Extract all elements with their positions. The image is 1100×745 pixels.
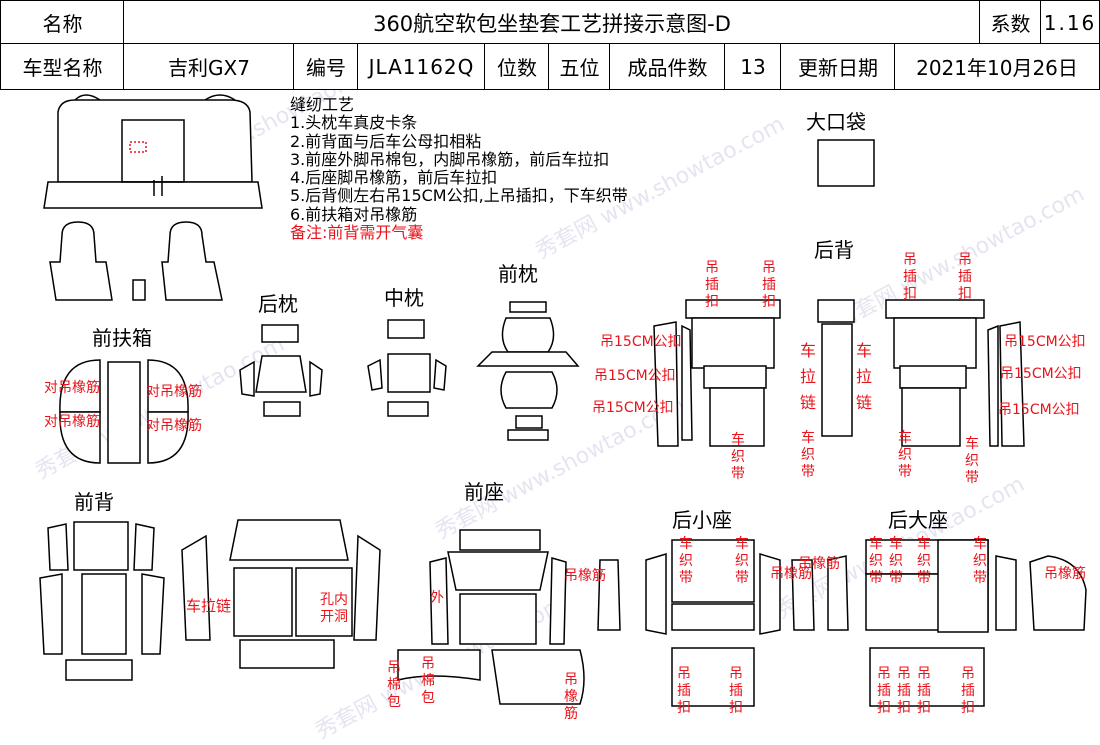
annotation-zipper: 车拉链 [186, 597, 232, 615]
annotation-hang-elastic: 吊橡筋 [1044, 566, 1086, 582]
annotation-hang-15cm: 吊15CM公扣 [592, 400, 674, 416]
annotation-webbing: 车织带 [973, 536, 987, 586]
annotation-zipper: 车拉链 [800, 341, 817, 412]
note-item: 2.前背面与后车公母扣相粘 [290, 131, 482, 151]
annotation-hang-15cm: 吊15CM公扣 [594, 368, 676, 384]
mid-headrest-title: 中枕 [384, 286, 424, 310]
rear-headrest-title: 后枕 [258, 292, 298, 316]
big-pocket-piece [817, 139, 875, 187]
annotation-hang-15cm: 吊15CM公扣 [998, 402, 1080, 418]
front-headrest-title: 前枕 [498, 262, 538, 286]
rear-big-seat-title: 后大座 [888, 508, 948, 532]
annotation-hang-elastic: 吊橡筋 [564, 672, 578, 722]
annotation-pair-elastic: 对吊橡筋 [44, 380, 100, 396]
rear-headrest-pieces [239, 324, 323, 417]
rear-small-seat-title: 后小座 [672, 508, 732, 532]
front-armrest-title: 前扶箱 [92, 326, 152, 350]
annotation-open-hole: 孔内开洞 [320, 592, 348, 625]
annotation-hang-elastic: 吊橡筋 [770, 566, 812, 582]
date-value: 2021年10月26日 [894, 43, 1100, 90]
rear-back-pieces [653, 299, 1025, 447]
annotation-hang-insert-clip: 吊插扣 [961, 666, 975, 716]
annotation-outer: 外 [430, 590, 444, 606]
note-item: 5.后背侧左右吊15CM公扣,上吊插扣，下车织带 [290, 186, 628, 206]
annotation-pair-elastic: 对吊橡筋 [146, 384, 202, 400]
rear-big-seat-pieces [827, 539, 1087, 707]
annotation-webbing: 车织带 [889, 536, 903, 586]
front-armrest-pieces [59, 359, 189, 464]
rear-small-seat-pieces [597, 539, 815, 707]
annotation-hang-insert-clip: 吊插扣 [897, 666, 911, 716]
header-table: 名称 360航空软包坐垫套工艺拼接示意图-D 系数 1.16 车型名称 吉利GX… [0, 0, 1100, 90]
front-seat-title: 前座 [464, 480, 504, 504]
annotation-webbing: 车织带 [898, 430, 912, 480]
annotation-webbing: 车织带 [679, 536, 693, 586]
annotation-cotton-pack: 吊棉包 [421, 656, 435, 706]
notes-heading: 缝纫工艺 [290, 95, 355, 114]
annotation-hang-15cm: 吊15CM公扣 [1000, 366, 1082, 382]
annotation-hang-insert-clip: 吊插扣 [705, 260, 719, 310]
annotation-hang-insert-clip: 吊插扣 [917, 666, 931, 716]
coef-value: 1.16 [1040, 0, 1100, 45]
annotation-webbing: 车织带 [917, 536, 931, 586]
note-item: 1.头枕车真皮卡条 [290, 113, 418, 133]
overview-rear-seat [43, 94, 263, 209]
annotation-pair-elastic: 对吊橡筋 [146, 418, 202, 434]
annotation-hang-15cm: 吊15CM公扣 [600, 334, 682, 350]
seats-label: 位数 [484, 43, 550, 90]
coef-label: 系数 [979, 0, 1042, 45]
annotation-hang-insert-clip: 吊插扣 [877, 666, 891, 716]
annotation-hang-elastic: 吊橡筋 [564, 568, 606, 584]
annotation-hang-insert-clip: 吊插扣 [762, 260, 776, 310]
front-headrest-pieces [476, 301, 580, 441]
seats-value: 五位 [548, 43, 611, 90]
rear-back-title: 后背 [814, 238, 854, 262]
annotation-webbing: 车织带 [735, 536, 749, 586]
overview-front-seats [49, 221, 223, 301]
front-seat-pieces [397, 529, 585, 705]
annotation-hang-15cm: 吊15CM公扣 [1004, 334, 1086, 350]
annotation-cotton-pack: 吊棉包 [387, 660, 401, 710]
annotation-webbing: 车织带 [731, 432, 745, 482]
note-item: 4.后座脚吊橡筋，前后车拉扣 [290, 168, 498, 188]
annotation-webbing: 车织带 [965, 436, 979, 486]
code-label: 编号 [293, 43, 359, 90]
note-item: 6.前扶箱对吊橡筋 [290, 204, 418, 224]
annotation-hang-insert-clip: 吊插扣 [903, 252, 917, 302]
annotation-hang-insert-clip: 吊插扣 [729, 666, 743, 716]
date-label: 更新日期 [780, 43, 896, 90]
annotation-zipper: 车拉链 [856, 341, 873, 412]
annotation-pair-elastic: 对吊橡筋 [44, 414, 100, 430]
sewing-notes: 缝纫工艺 1.头枕车真皮卡条 2.前背面与后车公母扣相粘 3.前座外脚吊棉包，内… [290, 95, 628, 243]
model-value: 吉利GX7 [123, 43, 295, 90]
mid-headrest-pieces [367, 319, 447, 417]
annotation-webbing: 车织带 [869, 536, 883, 586]
annotation-hang-elastic: 吊橡筋 [798, 556, 840, 572]
annotation-hang-insert-clip: 吊插扣 [958, 252, 972, 302]
front-back-pieces [39, 519, 381, 681]
model-label: 车型名称 [0, 43, 125, 90]
name-label: 名称 [0, 0, 125, 45]
code-value: JLA1162Q [357, 43, 486, 90]
front-back-title: 前背 [74, 490, 114, 514]
annotation-hang-insert-clip: 吊插扣 [677, 666, 691, 716]
notes-remark: 备注:前背需开气囊 [290, 223, 424, 243]
note-item: 3.前座外脚吊棉包，内脚吊橡筋，前后车拉扣 [290, 149, 610, 169]
annotation-webbing: 车织带 [801, 430, 815, 480]
big-pocket-title: 大口袋 [806, 110, 866, 134]
